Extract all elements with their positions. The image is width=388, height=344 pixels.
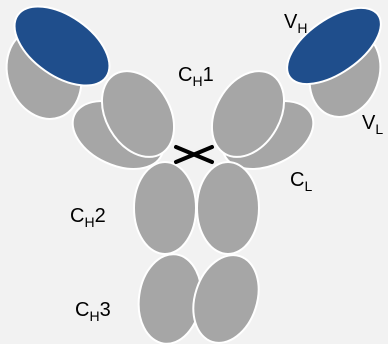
- label-vh: VH: [284, 11, 307, 36]
- right-ch3-domain: [192, 254, 260, 344]
- label-ch1: CH1: [178, 64, 214, 89]
- label-ch3: CH3: [75, 299, 111, 324]
- left-ch1-domain: [100, 70, 176, 158]
- right-ch1-domain: [210, 70, 286, 158]
- left-vh-domain: [13, 5, 111, 87]
- right-ch2-domain: [196, 161, 260, 255]
- label-ch2: CH2: [70, 205, 106, 230]
- label-cl: CL: [290, 169, 312, 194]
- hinge-disulfide-bonds: [174, 145, 214, 164]
- right-vh-domain: [286, 6, 382, 86]
- label-vl: VL: [362, 112, 383, 137]
- left-ch2-domain: [133, 161, 197, 255]
